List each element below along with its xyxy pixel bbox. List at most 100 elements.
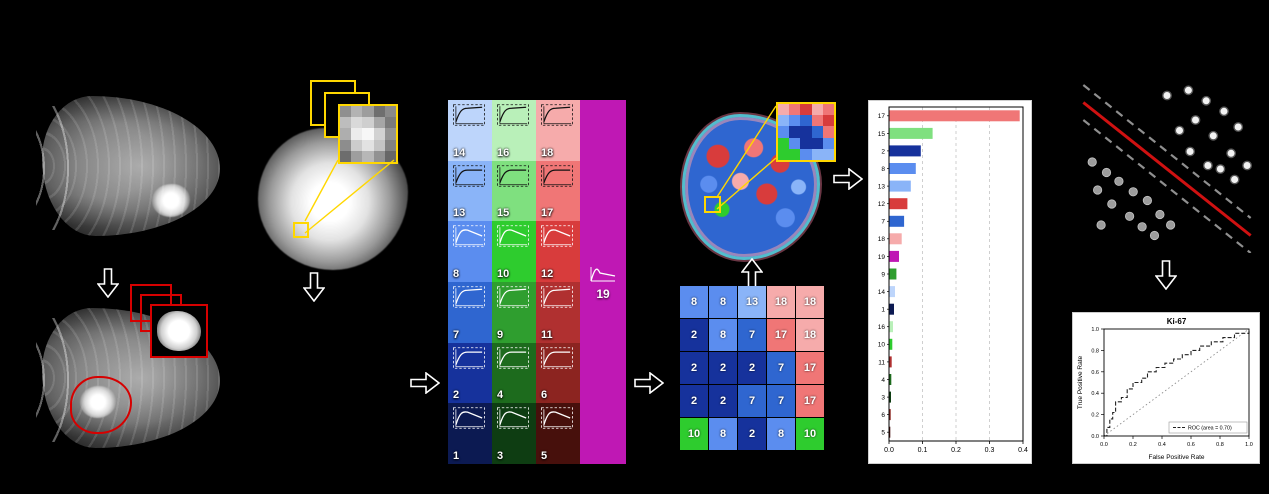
habitat-pixel [822, 104, 834, 116]
arrow-up-labels-to-map [740, 257, 764, 288]
kinetic-cell-12: 12 [536, 221, 580, 283]
habitat-pixel [800, 104, 812, 116]
habitat-pixel [778, 115, 790, 127]
mri-annotated [30, 284, 235, 462]
kinetic-cell-15: 15 [492, 160, 536, 222]
tumor-contour [70, 376, 132, 434]
kinetic-cell-17: 17 [536, 160, 580, 222]
label-grid-cell: 2 [709, 352, 737, 384]
svg-text:1.0: 1.0 [1091, 327, 1099, 333]
gray-pixel [340, 139, 352, 151]
kinetic-cell-number: 19 [596, 286, 610, 301]
label-grid-cell: 2 [680, 352, 708, 384]
label-grid-cell: 17 [796, 352, 824, 384]
kinetic-cell-13: 13 [448, 160, 492, 222]
kinetic-cell-number: 4 [497, 389, 504, 402]
label-grid-cell: 17 [767, 319, 795, 351]
label-grid-cell: 10 [796, 418, 824, 450]
kinetic-cell-2: 2 [448, 342, 492, 404]
kinetic-curve-icon [453, 165, 485, 187]
habitat-pixel [811, 148, 823, 160]
gray-pixel [384, 150, 396, 162]
svg-text:6: 6 [881, 412, 885, 419]
kinetic-cell-19: 19 [580, 100, 626, 464]
kinetic-cell-11: 11 [536, 282, 580, 343]
svg-text:ROC (area = 0.70): ROC (area = 0.70) [1188, 426, 1232, 432]
kinetic-cell-number: 17 [541, 207, 554, 220]
gray-pixel [362, 106, 374, 118]
roi-slice-stack [130, 284, 234, 378]
kinetic-curve-icon [453, 407, 485, 429]
svg-text:0.1: 0.1 [918, 447, 928, 454]
gray-pixel [373, 150, 385, 162]
gray-pixel [351, 139, 363, 151]
habitat-zoom-location [704, 196, 721, 213]
arrow-right-icon [833, 167, 864, 191]
gray-pixel [384, 106, 396, 118]
gray-pixel [362, 128, 374, 140]
svg-text:0.6: 0.6 [1187, 442, 1195, 448]
svg-text:0.8: 0.8 [1216, 442, 1224, 448]
svg-text:13: 13 [878, 184, 886, 191]
habitat-pixel [822, 148, 834, 160]
label-grid-cell: 7 [767, 352, 795, 384]
svg-text:5: 5 [881, 430, 885, 437]
label-grid-cell: 8 [767, 418, 795, 450]
habitat-pixel [778, 137, 790, 149]
habitat-pixel [822, 126, 834, 138]
kinetic-cell-number: 12 [541, 268, 554, 281]
habitat-pixel [822, 137, 834, 149]
kinetic-cell-18: 18 [536, 100, 580, 161]
label-grid-cell: 2 [709, 385, 737, 417]
kinetic-cell-number: 16 [497, 146, 510, 159]
arrow-down-icon [302, 272, 326, 303]
label-grid-cell: 2 [680, 385, 708, 417]
habitat-zoom-box [776, 102, 836, 162]
arrow-right-icon [410, 371, 441, 395]
svg-text:0.3: 0.3 [985, 447, 995, 454]
gray-pixel [362, 150, 374, 162]
svg-text:14: 14 [878, 289, 886, 296]
kinetic-cell-number: 5 [541, 450, 548, 463]
svg-text:19: 19 [878, 254, 886, 261]
extracted-tumor [157, 311, 201, 351]
svg-text:16: 16 [878, 324, 886, 331]
patch-stack-front [338, 104, 398, 164]
label-grid-cell: 18 [767, 286, 795, 318]
svg-text:9: 9 [881, 271, 885, 278]
habitat-pixel [811, 104, 823, 116]
chest-wall [36, 106, 76, 230]
kinetic-curve-icon [453, 225, 485, 247]
habitat-pixel [800, 126, 812, 138]
kinetic-cell-7: 7 [448, 282, 492, 343]
kinetic-cell-number: 9 [497, 328, 504, 341]
label-grid-cell: 8 [709, 418, 737, 450]
scatter-svg [1082, 84, 1253, 254]
svg-text:1.0: 1.0 [1245, 442, 1253, 448]
kinetic-curve-icon [541, 165, 573, 187]
roc-chart-svg: Ki-670.00.00.20.20.40.40.60.60.80.81.01.… [1077, 317, 1253, 461]
svg-text:11: 11 [878, 359, 885, 366]
kinetic-curve-icon [497, 407, 529, 429]
habitat-pixel [778, 148, 790, 160]
svg-text:2: 2 [881, 148, 885, 155]
habitat-pixel [789, 137, 801, 149]
patch-location-box [293, 222, 309, 238]
svm-scatter-plot [1078, 78, 1256, 258]
habitat-pixel [800, 115, 812, 127]
kinetic-cell-number: 13 [453, 207, 466, 220]
svg-text:1: 1 [881, 307, 885, 314]
kinetic-cell-number: 8 [453, 268, 460, 281]
gray-pixel [373, 117, 385, 129]
label-grid-cell: 7 [767, 385, 795, 417]
svg-text:18: 18 [878, 236, 886, 243]
arrow-down-to-roc [1154, 260, 1178, 291]
gray-pixel [340, 117, 352, 129]
kinetic-cell-3: 3 [492, 403, 536, 465]
svg-text:17: 17 [878, 113, 886, 120]
kinetic-cell-6: 6 [536, 342, 580, 404]
label-grid-cell: 7 [738, 385, 766, 417]
